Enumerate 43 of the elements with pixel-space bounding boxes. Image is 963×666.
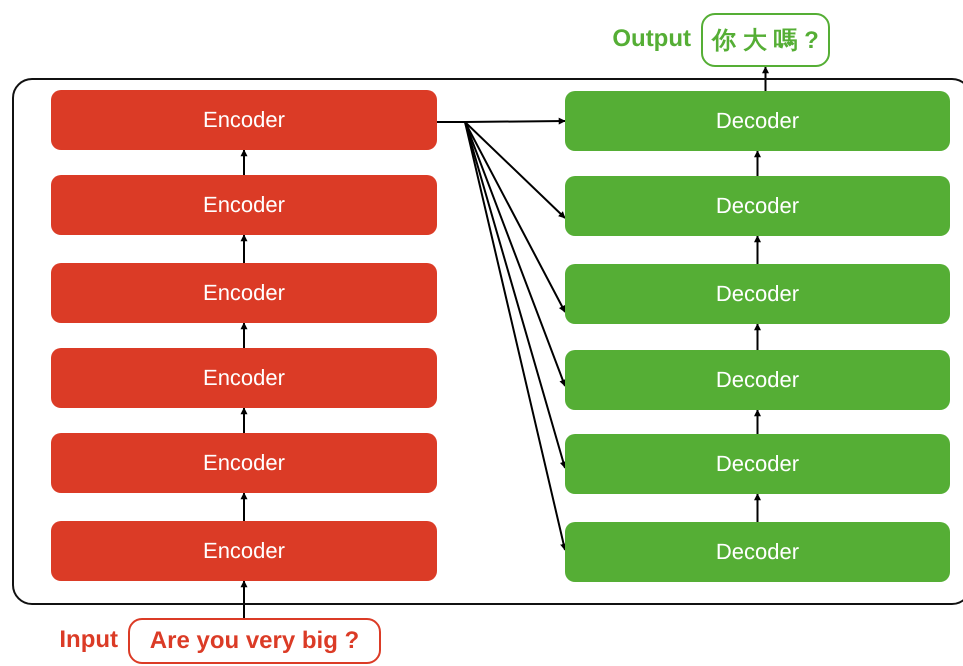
arrow [240, 149, 248, 175]
input-label: Input [59, 626, 118, 654]
output-label: Output [612, 25, 691, 53]
decoder-box [565, 350, 950, 410]
input-text: Are you very big ? [150, 627, 360, 655]
output-box [701, 13, 830, 67]
encoder-box [51, 175, 437, 235]
encoder-box [51, 263, 437, 323]
encoder-box [51, 433, 437, 493]
arrow [240, 580, 248, 618]
box-label: Decoder [716, 193, 800, 219]
decoder-box [565, 91, 950, 151]
encoder-box [51, 90, 437, 150]
box-label: Decoder [716, 108, 800, 134]
box-label: Decoder [716, 281, 800, 307]
box-label: Encoder [203, 192, 285, 218]
box-label: Encoder [203, 365, 285, 391]
encoder-box [51, 348, 437, 408]
arrow [240, 407, 248, 433]
arrow [240, 492, 248, 521]
arrow [240, 322, 248, 348]
arrow [754, 323, 761, 350]
arrow [754, 493, 761, 522]
arrow [754, 150, 761, 176]
output-text: 你 大 嗎 ? [712, 26, 819, 56]
arrow [754, 235, 761, 264]
box-label: Decoder [716, 367, 800, 393]
arrow [754, 409, 761, 434]
box-label: Encoder [203, 280, 285, 306]
input-box [128, 618, 381, 664]
decoder-box [565, 176, 950, 236]
decoder-box [565, 264, 950, 324]
decoder-box [565, 522, 950, 582]
box-label: Encoder [203, 450, 285, 476]
decoder-box [565, 434, 950, 494]
box-label: Decoder [716, 451, 800, 477]
encoder-box [51, 521, 437, 581]
box-label: Encoder [203, 538, 285, 564]
arrow [240, 234, 248, 263]
arrow [762, 66, 769, 91]
box-label: Decoder [716, 539, 800, 565]
container-box [12, 78, 963, 605]
box-label: Encoder [203, 107, 285, 133]
